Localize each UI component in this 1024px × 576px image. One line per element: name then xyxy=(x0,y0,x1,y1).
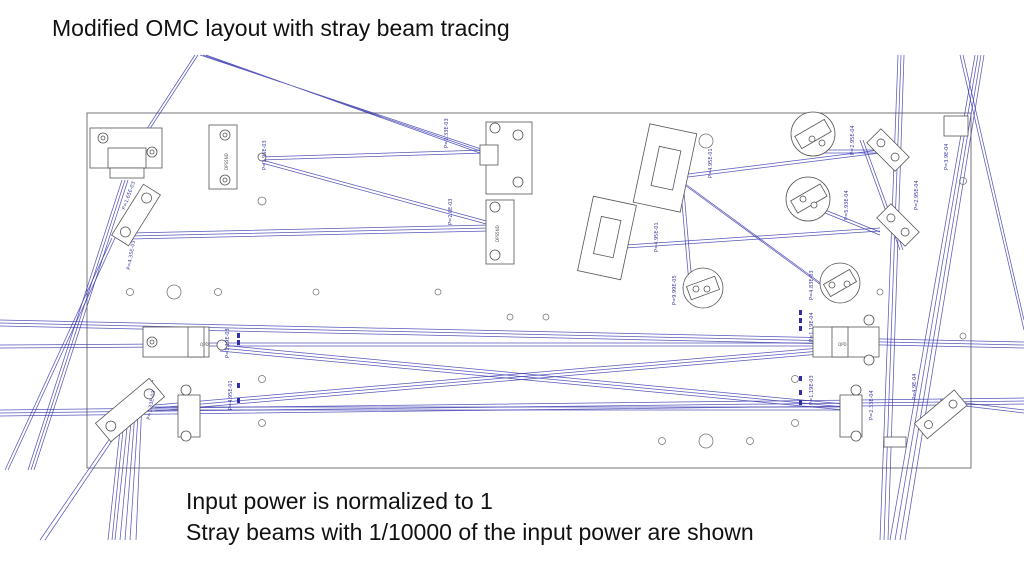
power-label: P=9.99E-05 xyxy=(672,275,678,305)
beam-bundle xyxy=(4,237,116,471)
beam-bundle xyxy=(820,149,880,154)
beam-bundle xyxy=(107,429,124,541)
power-label: P=1.19E-03 xyxy=(809,375,815,405)
cavity-mount-left-top xyxy=(142,326,228,358)
component-label: QPD xyxy=(838,342,847,347)
lens-holder-3 xyxy=(785,176,831,222)
beam-bundle xyxy=(150,342,860,347)
power-label: P=5.93E-04 xyxy=(844,190,850,220)
beam-bundle xyxy=(0,343,161,349)
mount-dps5nd-mid xyxy=(485,199,515,265)
beam-bundle xyxy=(259,149,486,161)
power-label: P=4.95E-01 xyxy=(654,222,660,252)
beam-bundle xyxy=(199,54,495,159)
power-label: P=1.19E-04 xyxy=(809,312,815,342)
power-label: P=4.95E-01 xyxy=(708,148,714,178)
mount-right-a xyxy=(632,123,698,213)
beam-bundle xyxy=(879,54,905,541)
caption-line: Input power is normalized to 1 xyxy=(186,488,493,514)
cavity-mount-left-bottom xyxy=(177,384,201,442)
beam-bundle xyxy=(959,54,1024,331)
beam-bundle xyxy=(624,227,881,249)
component-label: DPS5ND xyxy=(224,153,229,170)
power-label: P=2.95E-04 xyxy=(914,180,920,210)
mount-dps5nd-top xyxy=(208,124,267,190)
caption: Input power is normalized to 1 Stray bea… xyxy=(186,486,754,548)
beam-bundle xyxy=(889,54,985,541)
mount-top-center xyxy=(479,121,533,195)
beam-bundle xyxy=(150,406,860,411)
mirror-right-top xyxy=(866,128,910,172)
mirror-left xyxy=(111,183,161,247)
mirror-right-mid xyxy=(876,203,920,247)
mount-right-b xyxy=(577,195,637,281)
mount-far-right xyxy=(943,115,969,137)
power-label: P=4.83E-03 xyxy=(809,270,815,300)
lens-holder-1 xyxy=(682,267,724,309)
optical-components xyxy=(89,111,969,448)
beam-bundle xyxy=(219,344,856,412)
power-label: P=1.96E-03 xyxy=(262,140,268,170)
stray-beams xyxy=(0,54,1024,541)
component-label: QPD xyxy=(200,342,209,347)
caption-line: Stray beams with 1/10000 of the input po… xyxy=(186,519,754,545)
mounting-holes xyxy=(126,133,967,449)
breadboard-outline xyxy=(86,112,972,469)
mount-top-left xyxy=(89,127,163,179)
power-label: P=1.33E-03 xyxy=(146,390,157,420)
power-label: P=4.35E-03 xyxy=(126,240,137,270)
power-label: P=4.95E-01 xyxy=(228,380,234,410)
mount-bottom-right-block xyxy=(883,436,907,448)
power-label: P=4.9E-04 xyxy=(912,374,918,400)
beam-bundle xyxy=(679,149,881,179)
lens-holder-2 xyxy=(790,111,836,157)
component-label: DPS5ND xyxy=(495,225,500,242)
beam-bundle xyxy=(261,159,491,226)
cavity-mount-right-top xyxy=(812,314,880,366)
cavity-mount-right-bottom xyxy=(839,384,863,442)
power-label: P=1.19E-03 xyxy=(225,328,231,358)
lens-holder-4 xyxy=(819,262,861,304)
power-label: P=3.9E-04 xyxy=(944,144,950,170)
beam-bundle xyxy=(114,399,143,541)
power-label: P=2.33E-04 xyxy=(869,390,875,420)
mount-bottom-right xyxy=(913,389,968,440)
power-label: P=2.33E-03 xyxy=(444,118,450,148)
power-label: P=2.95E-04 xyxy=(850,125,856,155)
beam-bundle xyxy=(129,224,491,240)
slide-title: Modified OMC layout with stray beam trac… xyxy=(52,15,510,41)
mount-bottom-left xyxy=(94,377,166,443)
beam-dump-markers xyxy=(237,310,802,405)
beam-bundle xyxy=(679,179,833,294)
power-label: P=2.0E-03 xyxy=(448,199,454,225)
